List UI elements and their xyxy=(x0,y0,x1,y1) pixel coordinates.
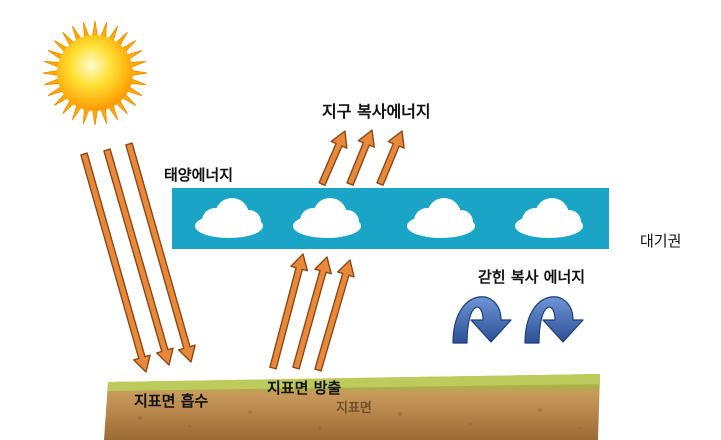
label-ground: 지표면 xyxy=(336,401,372,416)
surface-emission-arrow xyxy=(269,253,309,370)
solar-ray-arrow xyxy=(125,142,196,363)
surface-emission-arrow xyxy=(292,256,332,370)
earth-radiation-arrow xyxy=(376,130,405,186)
label-solar-energy: 태양에너지 xyxy=(164,166,234,184)
label-surface-emission: 지표면 방출 xyxy=(267,379,342,397)
label-earth-radiation: 지구 복사에너지 xyxy=(322,102,431,121)
label-atmosphere: 대기권 xyxy=(640,232,682,250)
earth-radiation-arrow xyxy=(346,129,375,186)
cloud-icon xyxy=(515,198,583,238)
surface-emission-arrow xyxy=(314,259,355,372)
cloud-icon xyxy=(407,198,475,238)
cloud-icon xyxy=(293,198,361,238)
cloud-icon xyxy=(195,198,263,238)
earth-radiation-arrow xyxy=(318,130,348,187)
clouds xyxy=(195,198,583,238)
label-surface-absorption: 지표면 흡수 xyxy=(134,392,209,410)
solar-ray-arrow xyxy=(103,148,174,366)
sun-icon xyxy=(42,20,148,126)
solar-ray-arrow xyxy=(80,152,151,373)
label-trapped-radiation: 갇힌 복사 에너지 xyxy=(478,268,586,286)
ground-surface xyxy=(104,374,600,440)
trapped-radiation-arrow xyxy=(452,296,512,344)
trapped-radiation-arrow xyxy=(524,296,584,344)
